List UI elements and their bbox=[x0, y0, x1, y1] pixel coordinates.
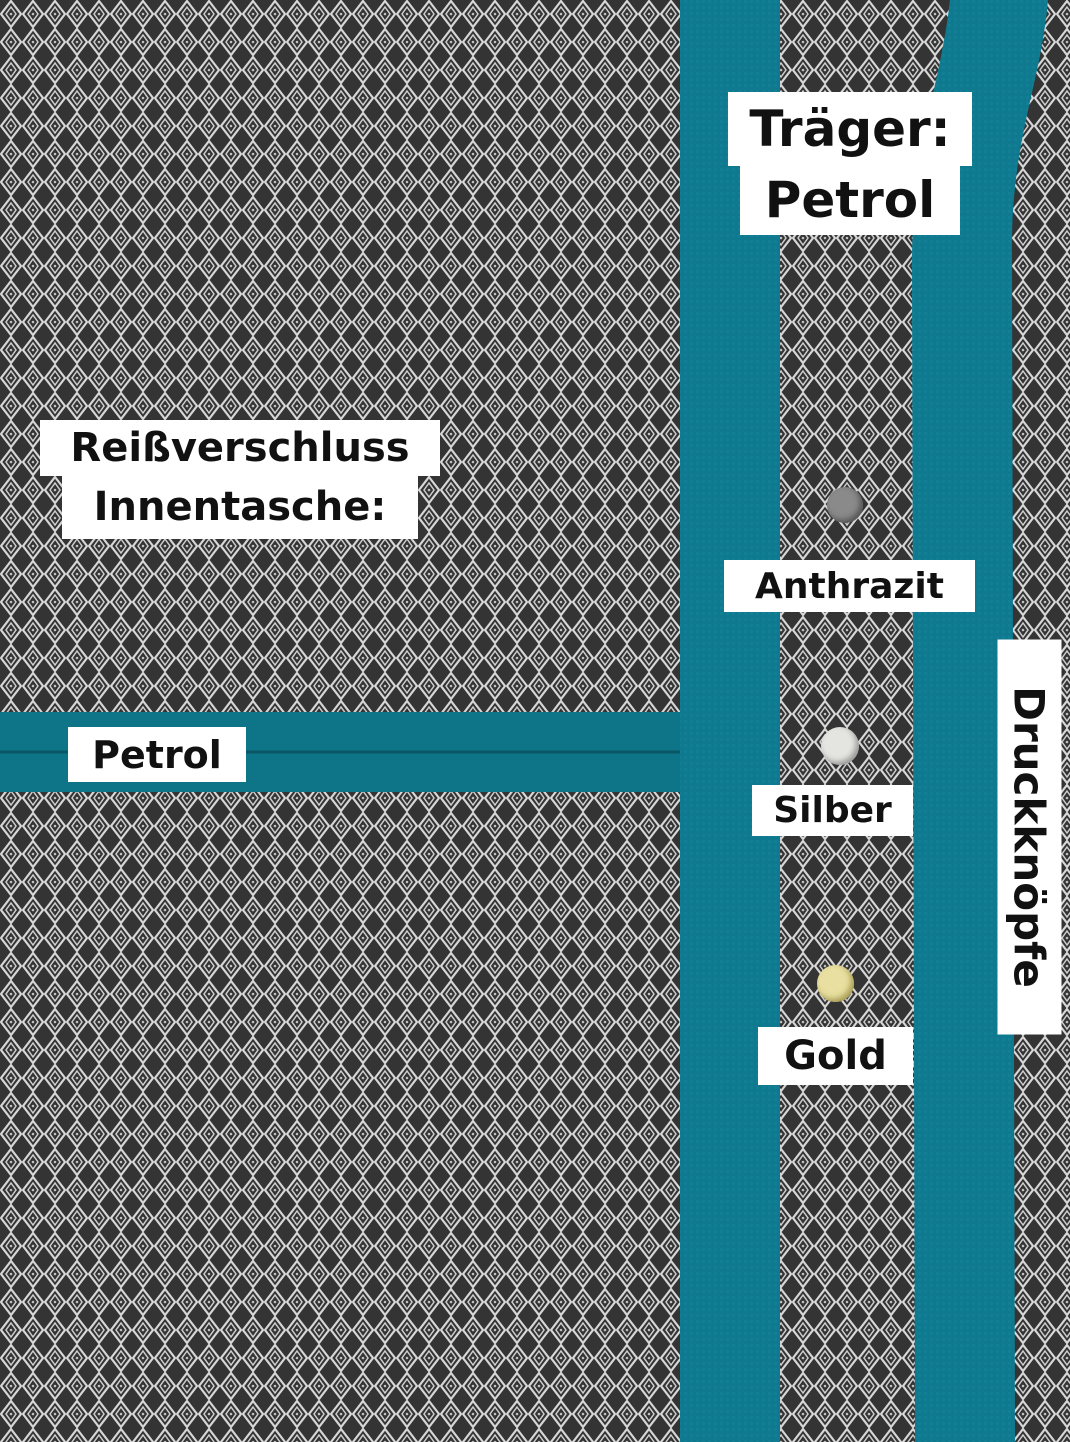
strap-color-label: Petrol bbox=[740, 165, 960, 235]
zipper-title-label-2: Innentasche: bbox=[62, 475, 418, 539]
snaps-title-label: Druckknöpfe bbox=[997, 639, 1062, 1035]
snap-anthrazit bbox=[827, 487, 863, 523]
snap-silber bbox=[821, 727, 859, 765]
strap-title-label: Träger: bbox=[728, 92, 972, 166]
snap-anthrazit-label: Anthrazit bbox=[724, 560, 975, 612]
zipper-color-label: Petrol bbox=[68, 727, 246, 782]
strap-right bbox=[911, 0, 1048, 1442]
strap-left bbox=[680, 0, 780, 1442]
snap-gold bbox=[817, 965, 854, 1002]
snap-gold-label: Gold bbox=[758, 1027, 913, 1085]
zipper-title-label-1: Reißverschluss bbox=[40, 420, 440, 476]
snap-silber-label: Silber bbox=[752, 785, 913, 836]
